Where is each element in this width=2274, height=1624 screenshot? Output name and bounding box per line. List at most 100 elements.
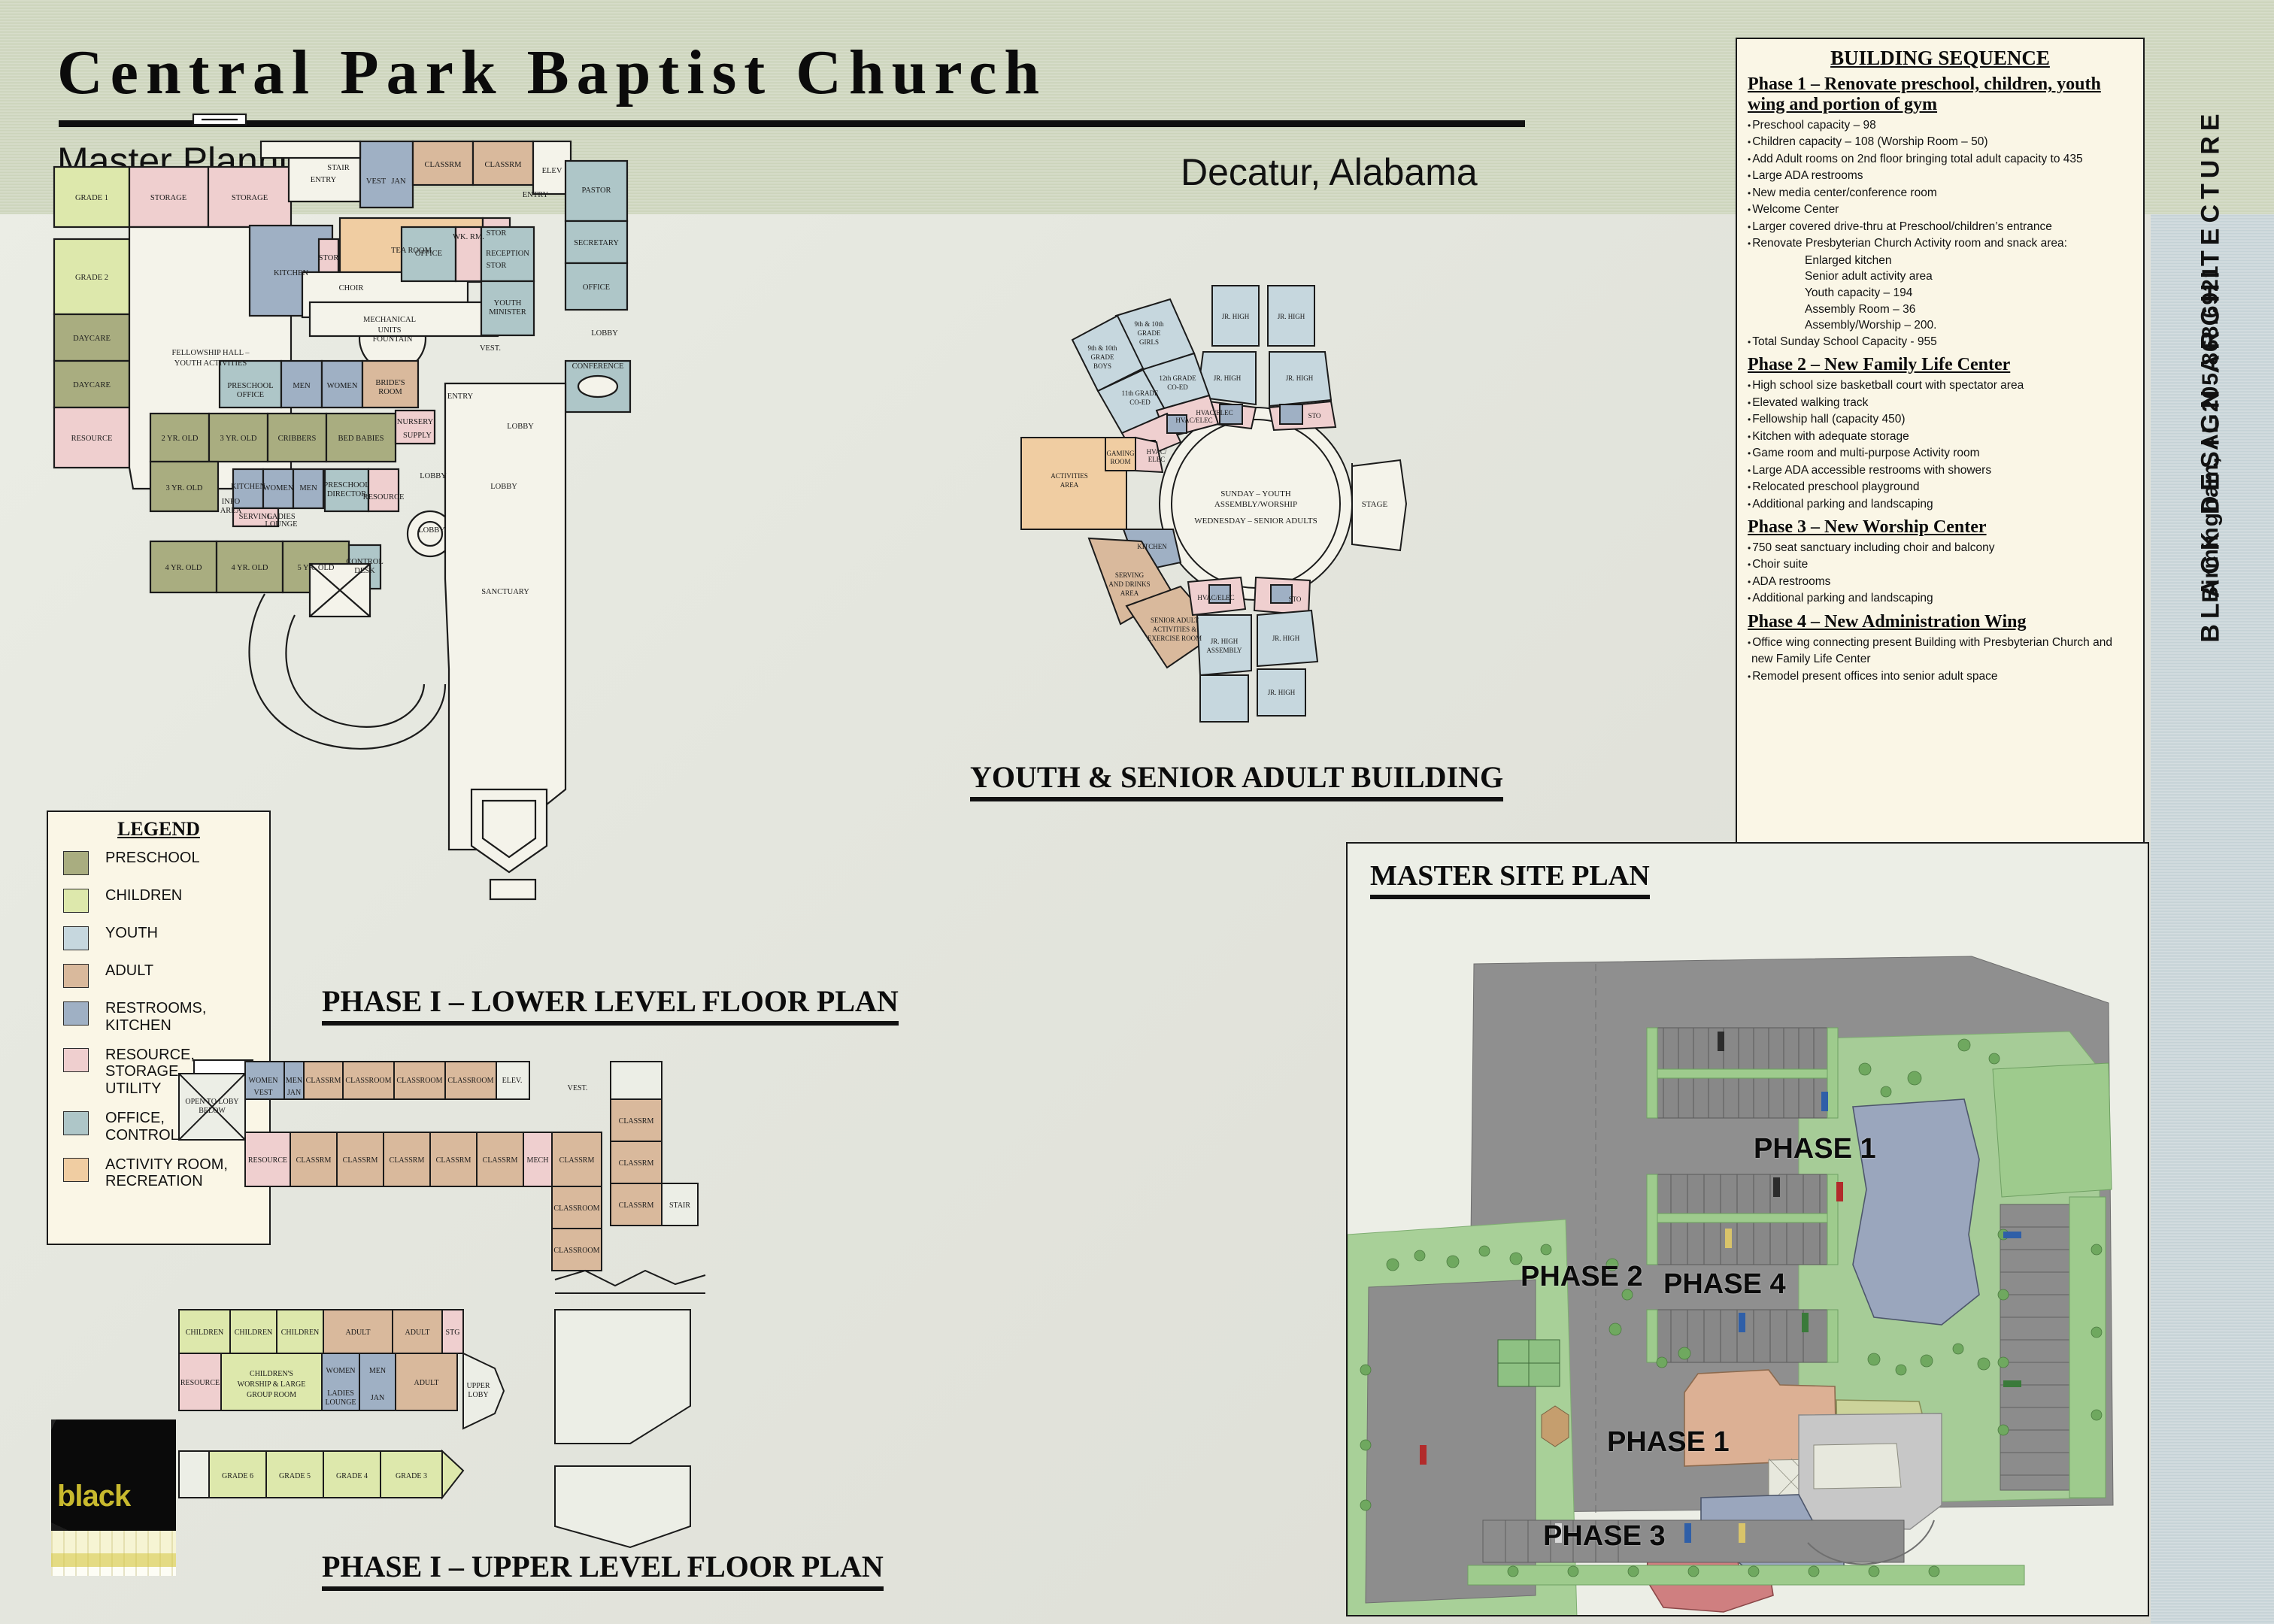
svg-text:ROOM: ROOM bbox=[1110, 458, 1130, 465]
svg-text:SERVING: SERVING bbox=[1115, 571, 1145, 579]
svg-text:CLASSRM: CLASSRM bbox=[484, 161, 522, 169]
site-phase-tag: PHASE 4 bbox=[1663, 1268, 1786, 1300]
svg-text:SECRETARY: SECRETARY bbox=[574, 239, 619, 247]
logo-top-panel bbox=[51, 1419, 176, 1531]
svg-text:ELEV: ELEV bbox=[542, 167, 562, 175]
svg-text:BRIDE'S: BRIDE'S bbox=[375, 379, 405, 387]
svg-text:LOBBY: LOBBY bbox=[490, 483, 517, 491]
svg-text:CO-ED: CO-ED bbox=[1129, 398, 1151, 406]
svg-text:JR. HIGH: JR. HIGH bbox=[1278, 313, 1305, 320]
phase-2-bullet: Additional parking and landscaping bbox=[1748, 496, 2133, 513]
phase-2-bullet: Large ADA accessible restrooms with show… bbox=[1748, 462, 2133, 479]
svg-text:STOR: STOR bbox=[487, 262, 507, 270]
svg-text:VEST.: VEST. bbox=[568, 1084, 588, 1092]
phase-4-bullet: Remodel present offices into senior adul… bbox=[1748, 668, 2133, 685]
site-phase-tag: PHASE 3 bbox=[1543, 1520, 1666, 1552]
svg-text:LOUNGE: LOUNGE bbox=[325, 1398, 356, 1407]
svg-text:CHILDREN: CHILDREN bbox=[186, 1329, 224, 1337]
svg-text:MECH: MECH bbox=[527, 1156, 549, 1165]
svg-text:STAGE: STAGE bbox=[1362, 500, 1388, 509]
phase-3-bullet: 750 seat sanctuary including choir and b… bbox=[1748, 540, 2133, 556]
svg-text:RESOURCE: RESOURCE bbox=[71, 435, 113, 443]
svg-text:CLASSRM: CLASSRM bbox=[436, 1156, 471, 1165]
project-location: Decatur, Alabama bbox=[1181, 151, 1478, 193]
phase-1-bullet: Preschool capacity – 98 bbox=[1748, 117, 2133, 134]
svg-text:LOBBY: LOBBY bbox=[418, 526, 445, 535]
svg-text:12th GRADE: 12th GRADE bbox=[1159, 374, 1196, 382]
legend-title: LEGEND bbox=[117, 818, 200, 840]
svg-text:CLASSROOM: CLASSROOM bbox=[553, 1247, 599, 1255]
svg-text:UPPER: UPPER bbox=[466, 1382, 490, 1390]
svg-text:CRIBBERS: CRIBBERS bbox=[278, 435, 317, 443]
phase-heading-4: Phase 4 – New Administration Wing bbox=[1748, 611, 2027, 632]
svg-text:RESOURCE: RESOURCE bbox=[180, 1379, 220, 1387]
legend-item-label: RESOURCE,STORAGE,UTILITY bbox=[105, 1046, 195, 1098]
phase-1-subitem: Senior adult activity area bbox=[1805, 270, 1933, 283]
svg-text:CLASSRM: CLASSRM bbox=[343, 1156, 378, 1165]
svg-text:BELOW: BELOW bbox=[199, 1107, 226, 1115]
svg-text:CLASSRM: CLASSRM bbox=[619, 1117, 654, 1126]
svg-text:CLASSROOM: CLASSROOM bbox=[396, 1077, 442, 1085]
svg-text:WOMEN: WOMEN bbox=[326, 1367, 356, 1375]
lower-level-plan-title: PHASE I – LOWER LEVEL FLOOR PLAN bbox=[322, 983, 899, 1026]
svg-text:SENIOR ADULT: SENIOR ADULT bbox=[1151, 617, 1199, 624]
svg-text:WK. RM.: WK. RM. bbox=[453, 233, 484, 241]
svg-text:CLASSRM: CLASSRM bbox=[619, 1159, 654, 1168]
svg-text:CHOIR: CHOIR bbox=[339, 284, 364, 292]
svg-text:JAN: JAN bbox=[391, 177, 406, 186]
svg-text:JR. HIGH: JR. HIGH bbox=[1272, 635, 1300, 642]
upper-level-plan-drawing: OPEN TO LOBY BELOW WOMEN MEN VEST JAN CL… bbox=[178, 1059, 706, 1549]
upper-level-plan-title: PHASE I – UPPER LEVEL FLOOR PLAN bbox=[322, 1549, 884, 1591]
site-plan-title: MASTER SITE PLAN bbox=[1370, 859, 1650, 899]
svg-text:BED BABIES: BED BABIES bbox=[338, 435, 384, 443]
phase-1-bullet: Larger covered drive-thru at Preschool/c… bbox=[1748, 219, 2133, 235]
legend-color-swatch bbox=[63, 1047, 89, 1072]
svg-text:JR. HIGH: JR. HIGH bbox=[1222, 313, 1250, 320]
svg-text:CLASSROOM: CLASSROOM bbox=[345, 1077, 391, 1085]
phase-1-bullet: Total Sunday School Capacity - 955 bbox=[1748, 334, 2133, 350]
youth-building-room-labels: SUNDAY – YOUTH ASSEMBLY/WORSHIP WEDNESDA… bbox=[1051, 313, 1387, 696]
phase-1-bullet: Large ADA restrooms bbox=[1748, 168, 2133, 184]
black-design-logo: black bbox=[51, 1419, 176, 1576]
youth-building-drawing: SUNDAY – YOUTH ASSEMBLY/WORSHIP WEDNESDA… bbox=[1020, 285, 1408, 723]
svg-text:JR. HIGH: JR. HIGH bbox=[1211, 638, 1239, 645]
svg-text:GRADE: GRADE bbox=[1091, 353, 1115, 361]
svg-text:BOYS: BOYS bbox=[1093, 362, 1111, 370]
svg-text:CO-ED: CO-ED bbox=[1167, 383, 1188, 391]
phase-3-bullet: ADA restrooms bbox=[1748, 574, 2133, 590]
svg-text:CONFERENCE: CONFERENCE bbox=[572, 362, 624, 371]
svg-text:DAYCARE: DAYCARE bbox=[73, 335, 111, 343]
svg-text:2 YR. OLD: 2 YR. OLD bbox=[162, 435, 199, 443]
svg-text:KITCHEN: KITCHEN bbox=[231, 483, 265, 491]
youth-building-title: YOUTH & SENIOR ADULT BUILDING bbox=[970, 759, 1504, 801]
svg-text:CHILDREN'S: CHILDREN'S bbox=[250, 1370, 293, 1378]
svg-text:ENTRY: ENTRY bbox=[311, 176, 337, 184]
svg-text:YOUTH ACTIVITIES: YOUTH ACTIVITIES bbox=[174, 359, 247, 368]
svg-text:9th & 10th: 9th & 10th bbox=[1087, 344, 1117, 352]
legend-color-swatch bbox=[63, 1157, 89, 1182]
legend-color-swatch bbox=[63, 926, 89, 950]
svg-text:WOMEN: WOMEN bbox=[327, 382, 358, 390]
phase-2-bullet: Kitchen with adequate storage bbox=[1748, 429, 2133, 445]
svg-text:STG: STG bbox=[446, 1329, 460, 1337]
svg-text:4 YR. OLD: 4 YR. OLD bbox=[165, 564, 202, 572]
svg-text:9th & 10th: 9th & 10th bbox=[1134, 320, 1164, 328]
phase-2-bullet: High school size basketball court with s… bbox=[1748, 377, 2133, 394]
svg-text:5 YR. OLD: 5 YR. OLD bbox=[298, 564, 335, 572]
svg-text:YOUTH: YOUTH bbox=[494, 299, 522, 308]
svg-text:CLASSRM: CLASSRM bbox=[390, 1156, 425, 1165]
svg-text:4 YR. OLD: 4 YR. OLD bbox=[232, 564, 268, 572]
youth-senior-building-plan: SUNDAY – YOUTH ASSEMBLY/WORSHIP WEDNESDA… bbox=[955, 241, 1481, 767]
svg-text:OFFICE: OFFICE bbox=[237, 391, 264, 399]
building-sequence-body: Phase 1 – Renovate preschool, children, … bbox=[1748, 74, 2133, 685]
svg-text:FOUNTAIN: FOUNTAIN bbox=[373, 335, 413, 344]
page-title: Central Park Baptist Church bbox=[57, 38, 1048, 108]
legend-item-label: ADULT bbox=[105, 962, 154, 979]
svg-text:ADULT: ADULT bbox=[346, 1329, 371, 1337]
svg-text:WEDNESDAY – SENIOR ADULTS: WEDNESDAY – SENIOR ADULTS bbox=[1194, 517, 1317, 526]
svg-text:3 YR. OLD: 3 YR. OLD bbox=[166, 484, 203, 492]
legend-color-swatch bbox=[63, 1001, 89, 1026]
phase-2-bullet: Relocated preschool playground bbox=[1748, 479, 2133, 495]
svg-text:LOUNGE: LOUNGE bbox=[265, 520, 297, 529]
